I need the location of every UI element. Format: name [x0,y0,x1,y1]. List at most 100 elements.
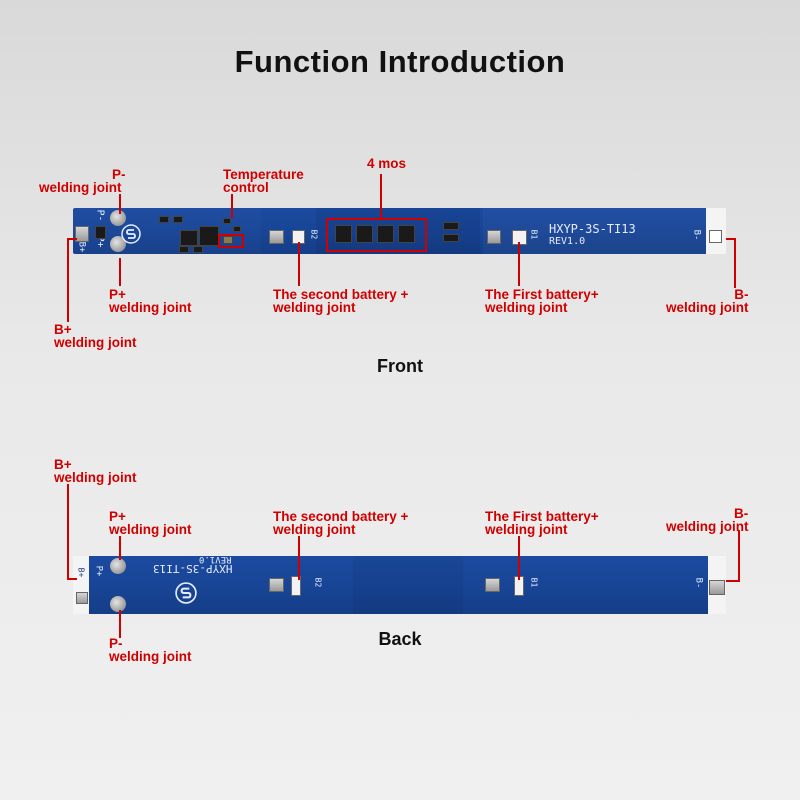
front-b1-square-pad [487,230,501,244]
back-label-b-minus-line1: B- [734,506,749,521]
back-p-minus-pad [110,596,126,612]
front-pcb-board: P- B+ P+ B2 B1 HXYP-3S-TI13 REV1.0 B- [73,208,726,254]
front-label-b-minus: B- welding joint [666,287,749,315]
back-silk-b2: B2 [313,577,323,588]
back-label-p-plus: P+ welding joint [109,509,192,537]
front-label-second-battery-line2: welding joint [273,300,356,315]
front-small-chip [95,226,106,239]
back-b-minus-leader-horizontal [726,580,740,582]
back-second-battery-leader [298,536,300,580]
back-label-b-plus: B+ welding joint [54,457,137,485]
front-silk-b2: B2 [309,229,319,240]
back-label-p-plus-line2: welding joint [109,522,192,537]
front-label-p-plus: P+ welding joint [109,287,192,315]
front-mos-2 [356,225,373,243]
front-b-plus-leader-vertical [67,238,69,322]
back-logo-icon [175,582,197,604]
back-section-label: Back [378,629,422,649]
front-label-p-minus-line1: P- [112,167,126,182]
front-silk-b-plus: B+ [76,241,87,253]
front-label-first-battery-line2: welding joint [485,300,568,315]
back-b2-pad [291,576,301,596]
front-p-minus-pad [110,210,126,226]
front-b-minus-pad [709,230,722,243]
front-p-plus-leader [119,258,121,286]
back-label-first-battery-line2: welding joint [485,522,568,537]
front-silk-p-minus: P- [94,209,106,222]
front-component-1 [159,216,169,223]
front-temperature-highlight-box [218,234,244,248]
front-label-mos-line1: 4 mos [367,156,407,171]
back-board-end-cap-left [73,556,89,614]
back-label-first-battery-line1: The First battery+ [485,509,599,524]
front-temperature-leader [231,194,233,218]
back-label-first-battery: The First battery+ welding joint [485,509,599,537]
front-label-b-plus-line2: welding joint [54,335,137,350]
front-label-temperature-line2: control [223,180,269,195]
back-silk-b-plus: B+ [76,567,86,578]
front-board-model-text: HXYP-3S-TI13 [549,222,636,236]
back-p-minus-leader [119,610,121,638]
front-label-p-plus-line2: welding joint [109,300,192,315]
back-silk-b1: B1 [529,577,539,588]
front-label-second-battery: The second battery + welding joint [273,287,409,315]
back-label-p-minus-line1: P- [109,636,123,651]
front-mos-leader [380,174,382,218]
back-first-battery-leader [518,536,520,580]
front-ic-chip-2 [199,226,219,246]
front-silk-b1: B1 [529,229,539,240]
front-label-p-plus-line1: P+ [109,287,126,302]
front-mos-highlight-box [326,218,427,252]
front-b2-square-pad [269,230,284,244]
front-component-4 [193,246,203,253]
front-left-terminal-pad [75,226,89,242]
front-p-minus-leader [119,194,121,214]
front-label-mos: 4 mos [367,156,407,171]
back-b-minus-leader-vertical [738,530,740,582]
front-ic-chip-1 [180,230,198,246]
front-component-2 [173,216,183,223]
front-second-battery-leader [298,242,300,286]
back-b-plus-leader-horizontal [67,578,77,580]
front-label-b-plus-line1: B+ [54,322,72,337]
front-small-component-1 [443,222,459,230]
front-logo-icon [121,224,141,244]
back-p-plus-leader [119,536,121,560]
back-silk-b-minus: B- [693,577,704,589]
back-label-b-minus: B- welding joint [666,506,749,534]
front-thermistor [223,236,233,244]
front-mos-3 [377,225,394,243]
front-label-temperature: Temperature control [223,167,304,195]
front-label-first-battery: The First battery+ welding joint [485,287,599,315]
front-component-6 [233,226,241,232]
front-mos-4 [398,225,415,243]
back-b2-square-pad [269,578,284,592]
front-section-label: Front [377,356,423,376]
front-b-minus-leader-vertical [734,238,736,288]
front-label-second-battery-line1: The second battery + [273,287,409,302]
back-label-b-plus-line2: welding joint [54,470,137,485]
back-b-plus-leader-vertical [67,484,69,580]
front-component-3 [179,246,189,253]
back-label-p-minus: P- welding joint [109,636,192,664]
front-label-first-battery-line1: The First battery+ [485,287,599,302]
front-p-plus-pad [110,236,126,252]
page-title: Function Introduction [234,44,566,79]
back-label-b-plus-line1: B+ [54,457,72,472]
front-mos-1 [335,225,352,243]
back-left-terminal-pad [76,592,88,604]
front-b-plus-leader-horizontal [67,238,77,240]
front-label-temperature-line1: Temperature [223,167,304,182]
back-label-second-battery-line2: welding joint [273,522,356,537]
back-board-revision: REV1.0 [199,554,232,564]
back-pcb-board: B+ P+ HXYP-3S-TI13 REV1.0 B2 B1 B- [73,554,726,614]
front-label-p-minus: P- welding joint [39,167,126,195]
front-label-b-minus-line1: B- [734,287,749,302]
back-silk-p-plus: P+ [93,565,104,577]
back-label-b-minus-line2: welding joint [666,519,749,534]
back-board-segment [353,556,463,614]
back-label-second-battery: The second battery + welding joint [273,510,408,537]
front-silk-b-minus: B- [691,229,702,241]
back-label-p-plus-line1: P+ [109,509,126,524]
front-small-component-2 [443,234,459,242]
